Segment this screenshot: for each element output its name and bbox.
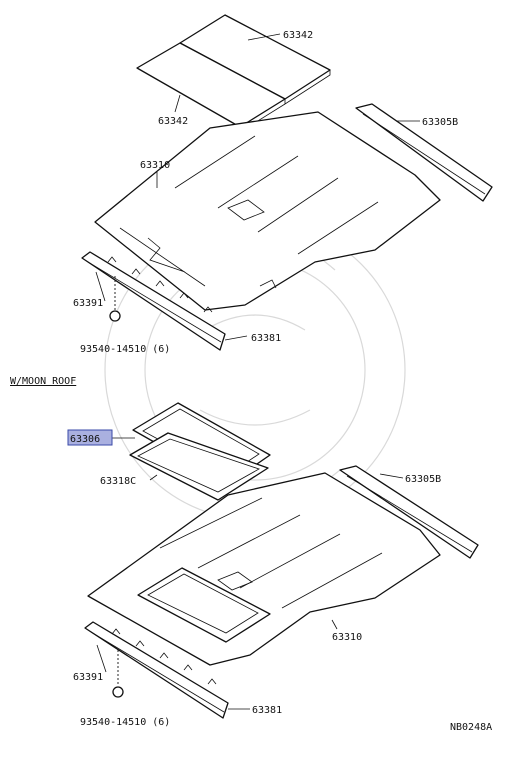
leader-lines [95, 33, 420, 710]
sunroof-seal [129, 432, 269, 501]
label-front-trim-top: 63391 [73, 298, 103, 309]
label-sunroof-seal: 63318C [100, 476, 136, 487]
label-headlining-top: 63310 [140, 160, 170, 171]
highlight-box [67, 429, 113, 446]
section-heading: W/MOON ROOF [10, 376, 76, 387]
label-clip-bottom: 93540-14510 (6) [80, 717, 170, 728]
diagram-code: NB0248A [450, 722, 492, 733]
clip-bottom [112, 650, 124, 698]
label-clip-top: 93540-14510 (6) [80, 344, 170, 355]
headlining-bottom [87, 472, 441, 666]
label-front-trim-bottom: 63391 [73, 672, 103, 683]
label-sunroof-trim: 63306 [70, 434, 100, 445]
label-retainer-bottom: 63381 [252, 705, 282, 716]
label-sunshade-panel-upper: 63342 [283, 30, 313, 41]
clip-top [109, 276, 121, 322]
label-sunshade-panel-lower: 63342 [158, 116, 188, 127]
label-rail-bottom: 63305B [405, 474, 441, 485]
headlining-top [94, 111, 441, 311]
rail-bottom [339, 465, 479, 559]
front-trim-bottom [84, 621, 229, 719]
rail-top [355, 103, 493, 202]
front-trim-top [81, 251, 226, 351]
label-rail-top: 63305B [422, 117, 458, 128]
label-retainer-top: 63381 [251, 333, 281, 344]
label-headlining-bottom: 63310 [332, 632, 362, 643]
